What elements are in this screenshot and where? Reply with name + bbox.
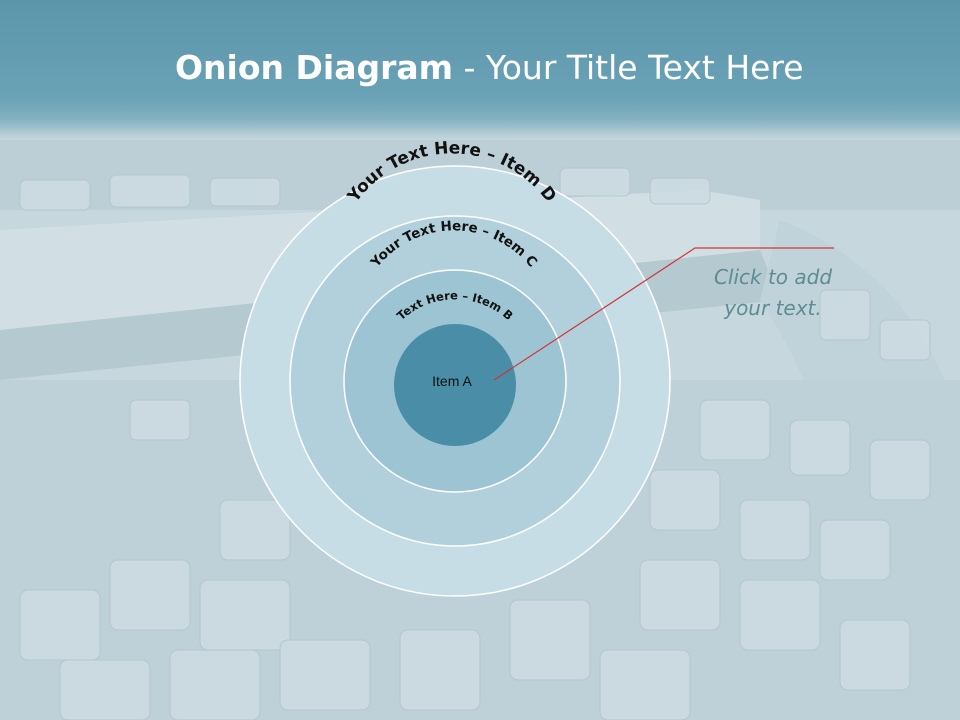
callout-text-box[interactable]: Click to add your text.	[690, 262, 856, 324]
callout-line-1: Click to add	[713, 265, 833, 289]
callout-leader-line	[493, 247, 834, 381]
center-item-label[interactable]: Item A	[432, 373, 472, 389]
slide-title-bold: Onion Diagram	[175, 48, 454, 87]
slide-title[interactable]: Onion Diagram - Your Title Text Here	[175, 46, 804, 90]
onion-center-item-a[interactable]	[394, 324, 516, 446]
title-bar	[0, 0, 960, 140]
callout-line-2: your text.	[724, 296, 822, 320]
slide-title-rest: - Your Title Text Here	[453, 48, 804, 87]
